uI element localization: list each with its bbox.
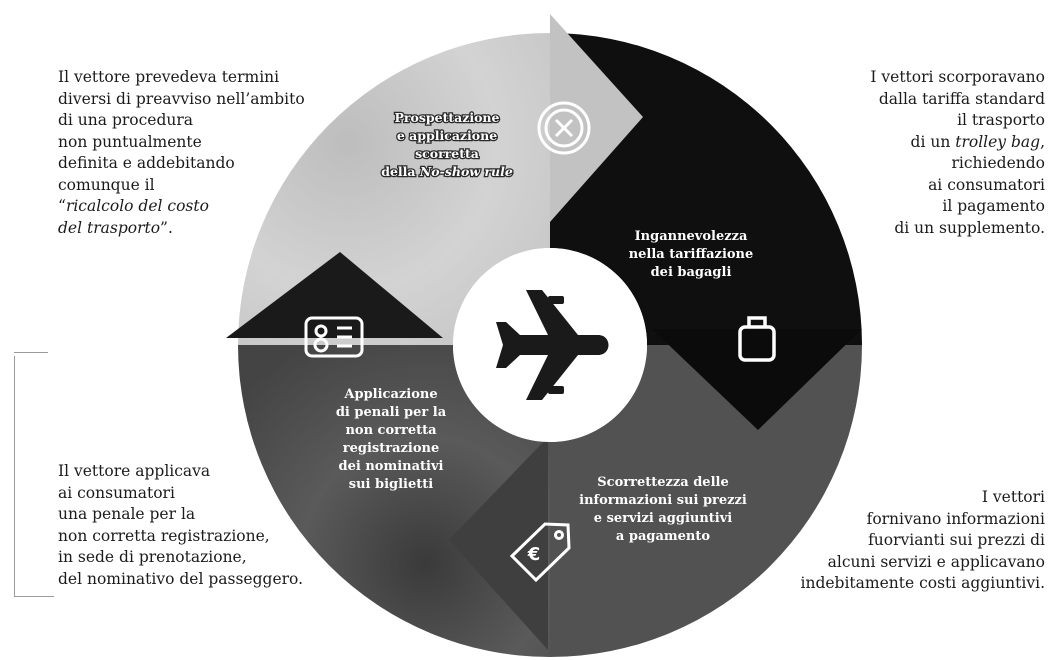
segment-top-line: della No-show rule [381, 164, 513, 179]
luggage-icon [738, 316, 776, 362]
note-line: ai consumatori [58, 483, 175, 502]
segment-label-left: Applicazione di penali per la non corret… [336, 387, 447, 492]
note-text: di un [910, 132, 956, 151]
note-line: il trasporto [957, 111, 1045, 129]
euro-tag-icon: € [509, 522, 571, 583]
segment-bottom-line: Scorrettezza delle [597, 475, 728, 490]
note-line: Il vettore applicava [58, 462, 211, 480]
note-line: comunque il [58, 175, 155, 194]
note-line: del nominativo del passeggero. [58, 569, 304, 588]
quote-italic: del trasporto [58, 218, 161, 237]
airplane-icon [496, 290, 609, 400]
arrow-right [652, 329, 862, 430]
scan-mark [14, 352, 48, 353]
note-line: non puntualmente [58, 132, 202, 151]
segment-top-prefix: della [381, 164, 420, 179]
segment-left-line: sui biglietti [349, 477, 434, 492]
segment-top-left [238, 33, 550, 345]
segment-right-line: dei bagagli [651, 265, 732, 280]
note-top-left: Il vettore prevedeva termini diversi di … [58, 67, 305, 239]
segment-top-line: Prospettazione [395, 110, 500, 125]
quote-open: “ [58, 197, 66, 215]
note-text: , [1040, 132, 1045, 151]
note-line-quote: “ricalcolo del costo [58, 196, 305, 218]
note-line: di un supplemento. [894, 218, 1045, 237]
arrow-bottom [449, 437, 548, 650]
segment-left-line: Applicazione [343, 387, 437, 402]
arrow-left [226, 252, 443, 338]
segment-top-line: e applicazione [397, 128, 497, 143]
note-italic: trolley bag [955, 132, 1041, 151]
note-line: fornivano informazioni [866, 509, 1045, 528]
segment-right-line: Ingannevolezza [635, 229, 748, 244]
segment-left-line: registrazione [343, 441, 439, 456]
note-line: una penale per la [58, 505, 196, 523]
note-bottom-left: Il vettore applicava ai consumatori una … [58, 461, 303, 590]
note-line: fuorvianti sui prezzi di [868, 531, 1045, 549]
segment-top-italic: No-show rule [419, 164, 513, 179]
scan-mark [14, 596, 54, 597]
note-line: dalla tariffa standard [878, 89, 1045, 108]
segment-bottom-left [238, 345, 550, 657]
note-bottom-right: I vettori fornivano informazioni fuorvia… [801, 487, 1045, 595]
note-line: il pagamento [942, 197, 1045, 215]
arrow-top [550, 14, 643, 222]
segment-bottom-line: informazioni sui prezzi [579, 493, 747, 508]
quote-italic: ricalcolo del costo [65, 197, 209, 215]
note-line: di un trolley bag, [870, 132, 1045, 154]
segment-label-right: Ingannevolezza nella tariffazione dei ba… [629, 229, 754, 280]
segment-label-top: Prospettazione e applicazione scorretta … [380, 109, 514, 181]
segment-bottom-right [550, 345, 862, 657]
circle-x-icon [537, 101, 591, 155]
segment-left-line: dei nominativi [339, 459, 444, 474]
segment-right-line: nella tariffazione [629, 247, 754, 262]
note-line: I vettori scorporavano [870, 68, 1045, 86]
note-line: in sede di prenotazione, [58, 548, 247, 566]
note-line: non corretta registrazione, [58, 526, 270, 545]
note-line: I vettori [981, 488, 1045, 506]
note-line: alcuni servizi e applicavano [827, 552, 1045, 571]
note-line: diversi di preavviso nell’ambito [58, 89, 305, 108]
note-line-quote: del trasporto”. [58, 218, 305, 240]
segment-bottom-line: a pagamento [616, 529, 710, 544]
svg-text:€: € [527, 544, 541, 565]
note-line: Il vettore prevedeva termini [58, 68, 280, 86]
scan-mark [14, 356, 15, 596]
note-line: indebitamente costi aggiuntivi. [800, 574, 1045, 592]
note-top-right: I vettori scorporavano dalla tariffa sta… [870, 67, 1045, 239]
id-card-icon [304, 316, 364, 358]
note-line: ai consumatori [928, 175, 1045, 194]
segment-top-line: scorretta [415, 146, 479, 161]
segment-label-bottom: Scorrettezza delle informazioni sui prez… [579, 475, 747, 544]
quote-close: ”. [160, 218, 173, 237]
note-line: richiedendo [951, 154, 1046, 172]
segment-left-line: non corretta [345, 423, 437, 438]
segment-left-line: di penali per la [336, 405, 447, 420]
note-line: definita e addebitando [58, 154, 235, 172]
note-line: di una procedura [58, 111, 194, 129]
segment-bottom-line: e servizi aggiuntivi [594, 511, 733, 526]
